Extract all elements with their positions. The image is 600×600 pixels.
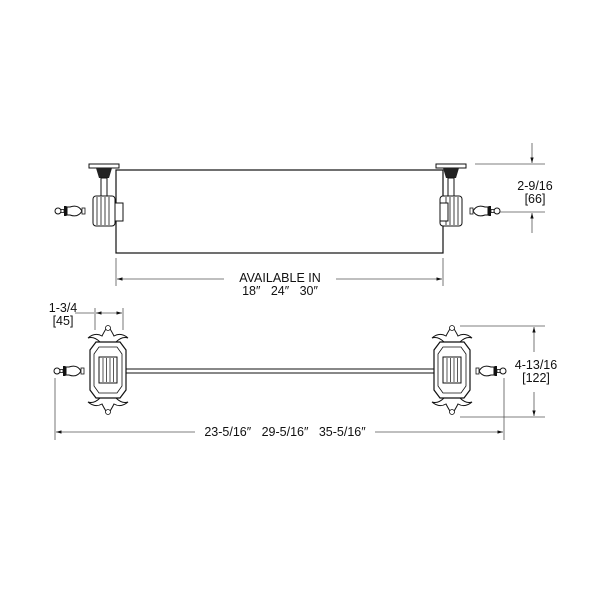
bracket-height-inches: 4-13/16 [511, 359, 561, 372]
projection-inches: 2-9/16 [510, 180, 560, 193]
front-view [54, 143, 545, 286]
available-sizes: 18″ 24″ 30″ [224, 285, 336, 298]
bracket-width-mm: [45] [52, 314, 74, 328]
right-mount [435, 163, 501, 227]
projection-mm: [66] [510, 193, 560, 206]
bracket-width-inches: 1-3/4 [48, 301, 78, 315]
top-view [53, 308, 545, 440]
right-bracket [431, 324, 473, 416]
bar-panel-outline [115, 169, 444, 254]
left-bracket [87, 324, 129, 416]
bracket-height-mm: [122] [511, 372, 561, 385]
overall-lengths: 23-5/16″ 29-5/16″ 35-5/16″ [195, 426, 375, 439]
towel-rod [117, 368, 443, 374]
available-in-label: AVAILABLE IN [224, 272, 336, 285]
left-mount [54, 163, 124, 227]
